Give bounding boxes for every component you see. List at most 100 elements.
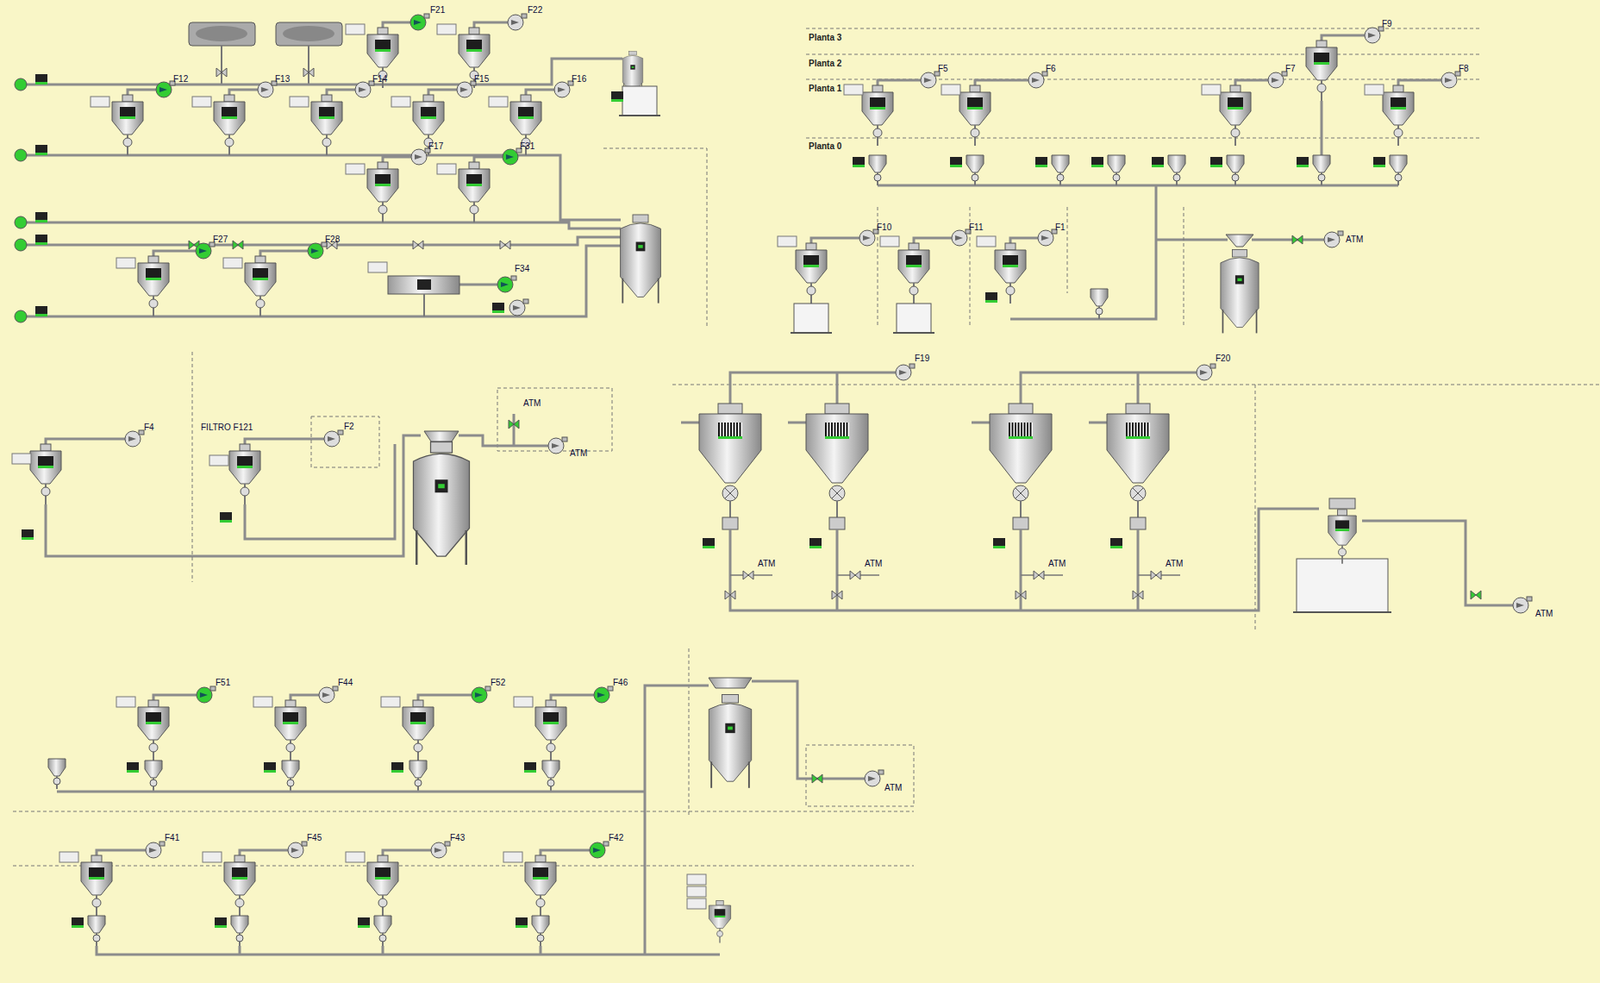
fan-running-symbol — [156, 81, 175, 98]
plant-level: Planta 1 — [807, 83, 843, 94]
valve-symbol — [412, 240, 424, 250]
fan-symbol — [456, 81, 476, 98]
hopper-symbol — [409, 760, 427, 791]
filter-symbol — [458, 162, 490, 223]
area-boundary — [672, 384, 1600, 630]
pipe-line — [458, 413, 549, 446]
tag-box — [687, 874, 707, 885]
equipment-tag: F43 — [449, 832, 466, 844]
start-indicator — [14, 310, 27, 323]
tag-box — [437, 163, 457, 175]
status-panel — [35, 74, 48, 85]
fan-running-symbol — [593, 686, 613, 703]
filter-symbol — [510, 94, 542, 156]
fan-symbol — [864, 769, 884, 787]
equipment-tag: F12 — [172, 74, 189, 85]
valve-symbol — [1150, 570, 1162, 580]
status-panel — [492, 302, 505, 313]
equipment-tag: ATM — [568, 448, 588, 459]
status-panel — [71, 917, 84, 928]
filter-symbol — [898, 243, 930, 304]
equipment-tag: F52 — [489, 677, 507, 688]
start-indicator — [14, 238, 27, 251]
pipe-line — [20, 58, 623, 85]
tag-box — [289, 96, 309, 107]
tag-box — [90, 96, 110, 107]
filter-symbol — [994, 243, 1026, 304]
valve-symbol — [743, 570, 754, 580]
area-boundary — [806, 28, 1481, 138]
pipe-line — [730, 508, 1319, 611]
equipment-tag: FILTRO F121 — [200, 422, 254, 433]
equipment-tag: F15 — [473, 74, 490, 85]
valve-symbol — [831, 590, 843, 600]
pipe-line — [1362, 520, 1513, 606]
status-panel — [985, 292, 998, 303]
status-panel — [35, 306, 48, 317]
valve-open-symbol — [812, 774, 823, 783]
status-panel — [391, 762, 404, 773]
silo-symbol — [1220, 250, 1259, 334]
tag-box — [976, 236, 996, 247]
pipe-line — [56, 685, 709, 955]
status-panel — [219, 512, 232, 523]
status-panel — [1091, 156, 1104, 168]
plant-level: Planta 2 — [807, 58, 843, 69]
equipment-tag: F21 — [429, 5, 446, 16]
filter-symbol — [81, 855, 113, 916]
hopper-symbol — [1226, 155, 1244, 186]
filter-symbol — [367, 27, 399, 88]
hopper-symbol — [1051, 155, 1069, 186]
pipe-line — [877, 35, 1442, 156]
equipment-tag: ATM — [1164, 558, 1184, 569]
filter-symbol — [458, 27, 490, 88]
tag-box — [503, 851, 523, 863]
fan-running-symbol — [589, 841, 609, 858]
valve-symbol — [500, 240, 511, 250]
fan-symbol — [1196, 363, 1216, 381]
equipment-tag: F16 — [570, 74, 588, 85]
tag-box — [368, 262, 388, 273]
fan-running-symbol — [410, 13, 430, 31]
status-panel — [35, 212, 48, 223]
status-panel — [21, 529, 34, 540]
hopper-symbol — [1168, 155, 1186, 186]
status-panel — [524, 762, 537, 773]
tag-box — [345, 163, 365, 175]
hopper-symbol — [1107, 155, 1125, 186]
filter-symbol — [708, 900, 731, 943]
hopper-symbol — [374, 915, 392, 946]
fan-symbol — [507, 13, 527, 31]
area-boundary — [603, 148, 707, 328]
equipment-tag: F6 — [1044, 63, 1057, 75]
hopper-symbol — [1090, 288, 1108, 319]
valve-open-symbol — [1292, 235, 1303, 244]
filter-symbol — [412, 94, 444, 156]
fan-symbol — [318, 686, 338, 703]
filter-symbol — [535, 700, 567, 761]
equipment-tag: F51 — [214, 677, 232, 688]
fan-symbol — [951, 229, 971, 246]
filter-symbol — [30, 443, 62, 505]
filter-symbol — [1219, 85, 1251, 146]
equipment-tag: F14 — [371, 74, 388, 85]
bag-station — [893, 303, 935, 333]
filter-symbol — [244, 256, 276, 317]
tag-box — [488, 96, 508, 107]
silo-symbol — [620, 214, 662, 304]
fan-running-symbol — [502, 148, 522, 165]
hopper-symbol — [231, 915, 249, 946]
fan-symbol — [145, 841, 165, 858]
tag-box — [437, 24, 457, 35]
equipment-tag: F5 — [937, 63, 950, 75]
start-indicator — [14, 149, 27, 162]
plant-graphic — [1329, 498, 1356, 509]
pipe-line — [811, 237, 1038, 244]
equipment-tag: F10 — [875, 222, 893, 233]
tag-box — [223, 257, 243, 269]
status-panel — [1035, 156, 1048, 168]
start-indicator — [14, 78, 27, 91]
valve-open-symbol — [508, 419, 519, 429]
pipe-line — [45, 435, 421, 557]
